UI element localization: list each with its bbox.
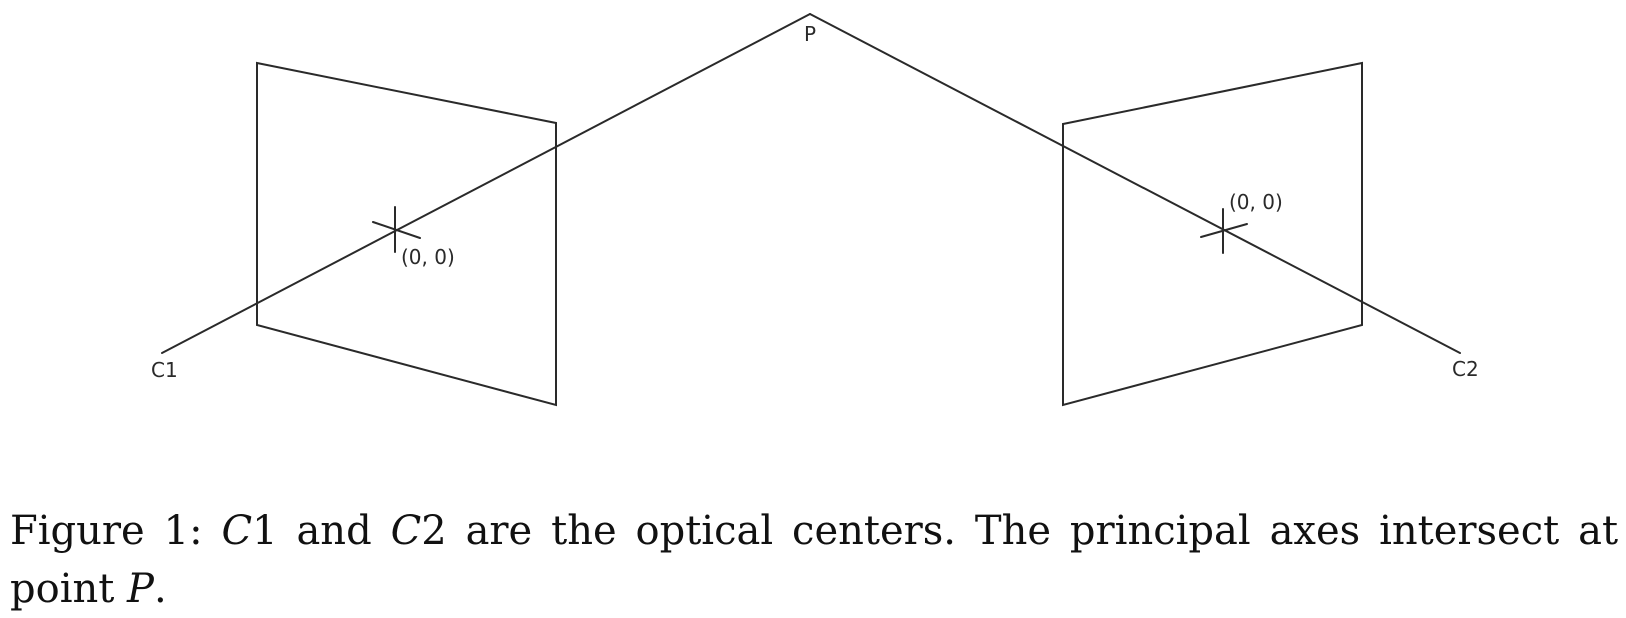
left-image-plane xyxy=(256,61,557,407)
caption-and: and xyxy=(296,508,372,554)
caption-prefix: Figure 1: xyxy=(10,508,203,554)
caption-middle: are the optical centers. The principal a… xyxy=(10,508,1619,612)
left-principal-point-marker xyxy=(372,206,421,253)
figure-caption: Figure 1: C1 and C2 are the optical cent… xyxy=(10,502,1618,618)
caption-c2-digit: 2 xyxy=(421,508,447,554)
caption-c1-letter: C xyxy=(221,508,253,554)
caption-c1-digit: 1 xyxy=(252,508,278,554)
left-origin-label: (0, 0) xyxy=(401,245,455,269)
right-principal-axis xyxy=(809,13,1461,354)
right-image-plane xyxy=(1062,61,1363,407)
center-c2-label: C2 xyxy=(1452,357,1479,381)
caption-end: . xyxy=(153,566,167,612)
center-c1-label: C1 xyxy=(151,358,178,382)
caption-c2-letter: C xyxy=(390,508,422,554)
point-p-label: P xyxy=(804,22,816,46)
right-origin-label: (0, 0) xyxy=(1229,190,1283,214)
caption-p-letter: P xyxy=(127,566,154,612)
left-principal-axis xyxy=(161,13,811,354)
right-principal-point-marker xyxy=(1200,208,1248,254)
